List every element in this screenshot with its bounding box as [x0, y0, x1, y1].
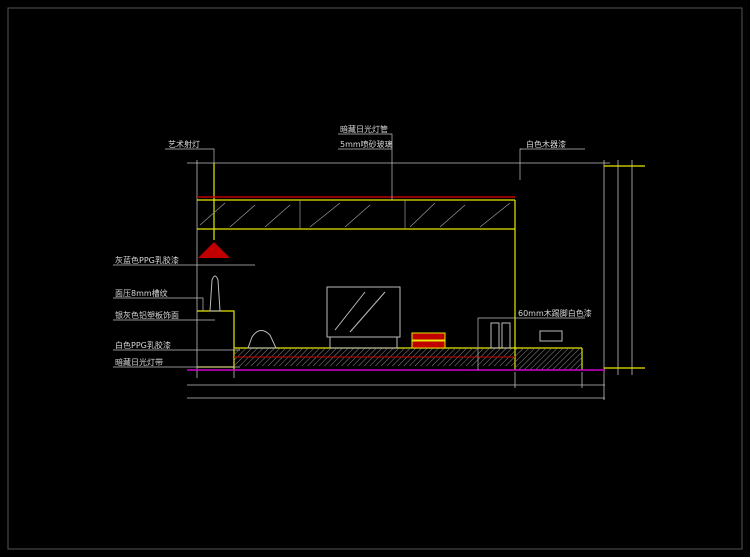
label-grey-blue-paint: 灰蓝色PPG乳胶漆 — [115, 255, 179, 265]
label-white-wood-paint: 白色木器漆 — [526, 139, 566, 149]
label-white-paint: 白色PPG乳胶漆 — [115, 340, 171, 350]
label-skirting: 60mm木踢脚白色漆 — [518, 308, 592, 318]
viewport-frame — [7, 7, 743, 550]
stereo-unit — [411, 332, 446, 349]
label-frosted-glass: 5mm喷砂玻璃 — [340, 139, 393, 149]
label-hidden-tube: 暗藏日光灯管 — [340, 124, 388, 134]
label-art-spotlight: 艺术射灯 — [168, 139, 200, 149]
label-hidden-strip: 暗藏日光灯带 — [115, 357, 163, 367]
side-platform — [515, 348, 582, 370]
ornaments — [209, 275, 277, 349]
label-groove: 面压8mm槽纹 — [115, 288, 168, 298]
spotlight-beam — [198, 242, 230, 258]
speakers — [490, 322, 563, 349]
construction-lines — [187, 160, 633, 400]
label-silver-panel: 银灰色铝塑板饰面 — [115, 310, 179, 320]
tv — [326, 286, 401, 349]
frosted-glass-panel — [199, 200, 511, 229]
leader-lines — [113, 133, 585, 370]
